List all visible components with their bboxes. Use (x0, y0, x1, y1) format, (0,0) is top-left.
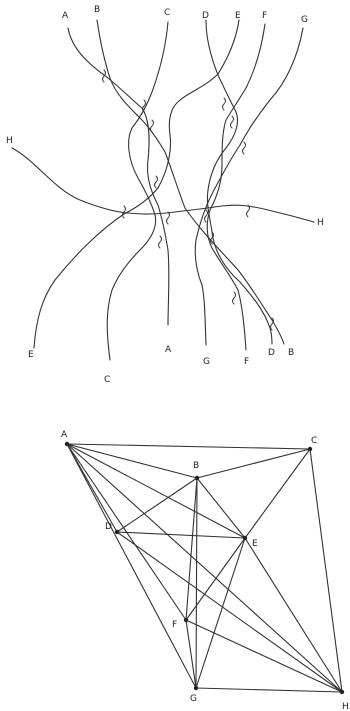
top-label-b: B (94, 5, 100, 15)
top-label-g: G (301, 15, 308, 25)
edge-a-h (66, 443, 343, 693)
top-label-a: A (62, 11, 69, 21)
node-g (193, 685, 199, 691)
node-e (242, 535, 248, 541)
node-label-e: E (252, 539, 258, 549)
twist-mark (122, 205, 126, 219)
node-d (114, 529, 120, 535)
node-label-d: D (105, 522, 112, 532)
twist-mark (158, 235, 162, 249)
node-label-f: F (172, 620, 177, 630)
edge-a-b (66, 443, 198, 479)
edge-b-d (116, 477, 198, 533)
top-label-f: F (262, 11, 267, 21)
edge-e-h (244, 537, 343, 693)
edge-f-h (185, 619, 343, 693)
node-label-a: A (61, 430, 68, 440)
edge-d-h (116, 531, 343, 693)
bottom-label-f: F (244, 357, 249, 367)
edge-e-g (195, 537, 246, 689)
strand-g (194, 27, 304, 346)
node-label-b: B (193, 461, 199, 471)
edge-c-h (309, 448, 343, 693)
twist-mark (102, 69, 106, 83)
strand-c (106, 21, 169, 361)
twist-mark (150, 119, 154, 133)
node-c (307, 446, 313, 452)
bottom-label-g: G (203, 357, 210, 367)
node-f (183, 617, 189, 623)
twist-mark (142, 99, 146, 113)
bottom-label-a: A (165, 345, 172, 355)
edge-b-e (196, 477, 246, 539)
edge-b-f (185, 477, 198, 621)
twist-mark (230, 115, 234, 129)
bottom-label-d: D (268, 348, 275, 358)
twist-mark (246, 204, 250, 218)
bottom-label-e: E (28, 350, 34, 360)
twist-mark (210, 231, 214, 245)
edge-a-e (66, 443, 246, 539)
strand-a (67, 27, 170, 326)
node-label-g: G (190, 694, 197, 704)
twist-mark (242, 141, 246, 155)
twist-mark (222, 97, 226, 111)
node-h (339, 689, 345, 695)
right-label-h: H (317, 218, 324, 228)
strand-b (96, 19, 285, 345)
top-label-d: D (202, 11, 209, 21)
graph-nodes: A B C D E F G H (61, 430, 349, 711)
top-label-e: E (235, 11, 241, 21)
graph-edges (66, 443, 343, 693)
twist-mark (166, 211, 170, 225)
twist-mark (270, 317, 274, 331)
edge-e-f (185, 537, 246, 621)
strand-d (205, 19, 273, 345)
edge-b-c (196, 448, 311, 479)
strand-f (206, 23, 266, 351)
strand-e (33, 19, 240, 349)
bottom-label-c: C (104, 375, 110, 385)
edge-g-h (195, 687, 343, 693)
left-label-h: H (6, 136, 13, 146)
twist-mark (204, 209, 208, 223)
top-label-c: C (164, 8, 170, 18)
edge-b-g (195, 477, 198, 689)
graph-figure: A B C D E F G H (61, 430, 349, 711)
edge-a-c (66, 443, 311, 450)
node-b (194, 475, 200, 481)
node-a (64, 441, 70, 447)
node-label-c: C (311, 436, 317, 446)
twist-mark (232, 291, 236, 305)
strand-h (11, 147, 315, 223)
edge-d-e (116, 531, 246, 539)
tangle-figure: A B C D E F G H H E C A G F D B (6, 5, 324, 385)
edge-f-g (185, 619, 197, 689)
twist-mark (154, 175, 158, 189)
node-label-h: H (342, 702, 349, 711)
edge-c-e (244, 448, 311, 539)
bottom-label-b: B (288, 348, 294, 358)
edge-a-g (66, 443, 197, 689)
